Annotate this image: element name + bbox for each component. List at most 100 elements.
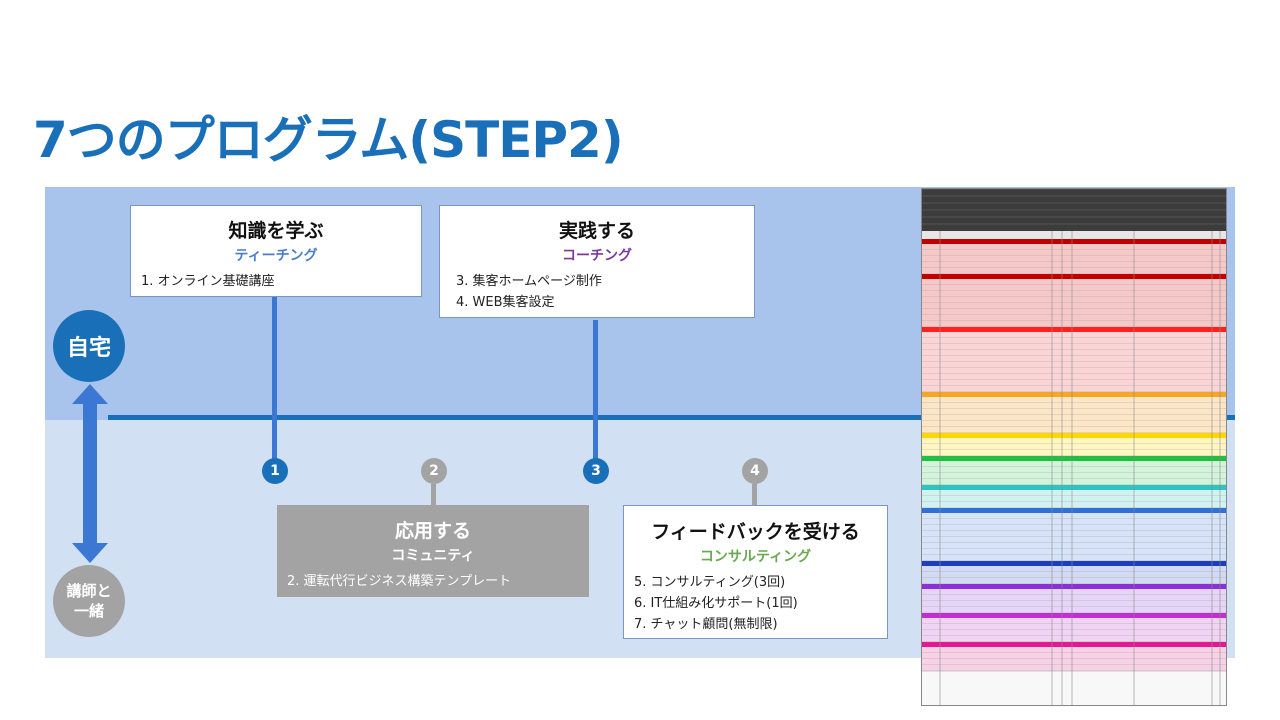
sheet-row xyxy=(922,368,1226,374)
step4-subheading: コンサルティング xyxy=(699,549,812,565)
sheet-row xyxy=(922,665,1226,671)
sheet-row xyxy=(922,566,1226,572)
sheet-section-bar xyxy=(922,561,1226,566)
step3-item-2: 4. WEB集客設定 xyxy=(456,295,555,310)
sheet-row xyxy=(922,555,1226,561)
sheet-row xyxy=(922,409,1226,415)
sheet-row xyxy=(922,624,1226,630)
timeline-line xyxy=(108,415,1235,420)
sheet-row xyxy=(922,397,1226,403)
double-arrow-icon xyxy=(83,398,97,546)
sheet-row xyxy=(922,268,1226,274)
step3-connector xyxy=(593,320,598,460)
step4-item-1: 5. コンサルティング(3回) xyxy=(634,575,786,590)
step2-marker: 2 xyxy=(421,458,447,484)
step4-item-2: 6. IT仕組み化サポート(1回) xyxy=(634,596,798,611)
sheet-row xyxy=(922,543,1226,549)
step2-item: 2. 運転代行ビジネス構築テンプレート xyxy=(287,574,512,589)
sheet-row xyxy=(922,595,1226,601)
sheet-row xyxy=(922,332,1226,338)
sheet-row xyxy=(922,572,1226,578)
sheet-row xyxy=(922,421,1226,427)
sheet-row xyxy=(922,525,1226,531)
sheet-section-bar xyxy=(922,508,1226,513)
step1-heading: 知識を学ぶ xyxy=(228,220,324,242)
step2-heading: 応用する xyxy=(394,520,471,542)
arrow-up-icon xyxy=(72,384,108,404)
spreadsheet-graphic xyxy=(922,189,1226,705)
sheet-row xyxy=(922,279,1226,285)
sheet-row xyxy=(922,502,1226,508)
sheet-row xyxy=(922,607,1226,613)
step4-item-3: 7. チャット顧問(無制限) xyxy=(634,617,778,632)
sheet-row xyxy=(922,589,1226,595)
sheet-row xyxy=(922,444,1226,450)
sheet-row xyxy=(922,350,1226,356)
sheet-section-bar xyxy=(922,584,1226,589)
step3-heading: 実践する xyxy=(558,220,635,242)
sheet-row xyxy=(922,549,1226,555)
sheet-section-bar xyxy=(922,613,1226,618)
step4-heading: フィードバックを受ける xyxy=(651,521,860,543)
sheet-row xyxy=(922,256,1226,262)
step3-card: 実践する コーチング 3. 集客ホームページ制作 4. WEB集客設定 xyxy=(439,205,755,318)
step2-subheading: コミュニティ xyxy=(391,548,475,564)
sheet-section-bar xyxy=(922,456,1226,461)
arrow-down-icon xyxy=(72,543,108,563)
sheet-row xyxy=(922,513,1226,519)
teacher-label-line2: 一緒 xyxy=(73,602,104,620)
sheet-row xyxy=(922,450,1226,456)
sheet-row xyxy=(922,636,1226,642)
sheet-row xyxy=(922,473,1226,479)
step4-marker: 4 xyxy=(742,458,768,484)
step1-item: 1. オンライン基礎講座 xyxy=(141,274,275,289)
sheet-row xyxy=(922,537,1226,543)
teacher-badge: 講師と 一緒 xyxy=(53,565,125,637)
spreadsheet-image-icon xyxy=(921,188,1227,706)
sheet-row xyxy=(922,374,1226,380)
sheet-row xyxy=(922,496,1226,502)
sheet-row xyxy=(922,490,1226,496)
sheet-row xyxy=(922,380,1226,386)
step1-connector xyxy=(272,296,277,460)
sheet-row xyxy=(922,659,1226,665)
step2-card: 応用する コミュニティ 2. 運転代行ビジネス構築テンプレート xyxy=(277,505,589,597)
sheet-row xyxy=(922,438,1226,444)
sheet-row xyxy=(922,601,1226,607)
sheet-row xyxy=(922,647,1226,653)
sheet-section-bar xyxy=(922,392,1226,397)
sheet-section-bar xyxy=(922,433,1226,438)
sheet-row xyxy=(922,244,1226,250)
page-title: 7つのプログラム(STEP2) xyxy=(33,111,624,169)
sheet-row xyxy=(922,618,1226,624)
sheet-row xyxy=(922,297,1226,303)
sheet-row xyxy=(922,291,1226,297)
sheet-row xyxy=(922,479,1226,485)
step3-item-1: 3. 集客ホームページ制作 xyxy=(456,274,602,289)
sheet-row xyxy=(922,338,1226,344)
sheet-section-bar xyxy=(922,274,1226,279)
step3-subheading: コーチング xyxy=(562,248,632,264)
step3-marker: 3 xyxy=(583,458,609,484)
sheet-row xyxy=(922,531,1226,537)
sheet-row xyxy=(922,250,1226,256)
sheet-row xyxy=(922,427,1226,433)
step1-card: 知識を学ぶ ティーチング 1. オンライン基礎講座 xyxy=(130,205,422,297)
sheet-row xyxy=(922,461,1226,467)
sheet-row xyxy=(922,344,1226,350)
sheet-row xyxy=(922,262,1226,268)
sheet-row xyxy=(922,403,1226,409)
sheet-row xyxy=(922,630,1226,636)
home-badge: 自宅 xyxy=(53,310,125,382)
step4-card: フィードバックを受ける コンサルティング 5. コンサルティング(3回) 6. … xyxy=(623,505,888,639)
step1-marker: 1 xyxy=(262,458,288,484)
sheet-section-bar xyxy=(922,239,1226,244)
sheet-section-bar xyxy=(922,327,1226,332)
sheet-row xyxy=(922,653,1226,659)
sheet-row xyxy=(922,519,1226,525)
sheet-row xyxy=(922,386,1226,392)
sheet-row xyxy=(922,415,1226,421)
sheet-row xyxy=(922,362,1226,368)
teacher-label-line1: 講師と xyxy=(66,582,112,600)
sheet-row xyxy=(922,285,1226,291)
